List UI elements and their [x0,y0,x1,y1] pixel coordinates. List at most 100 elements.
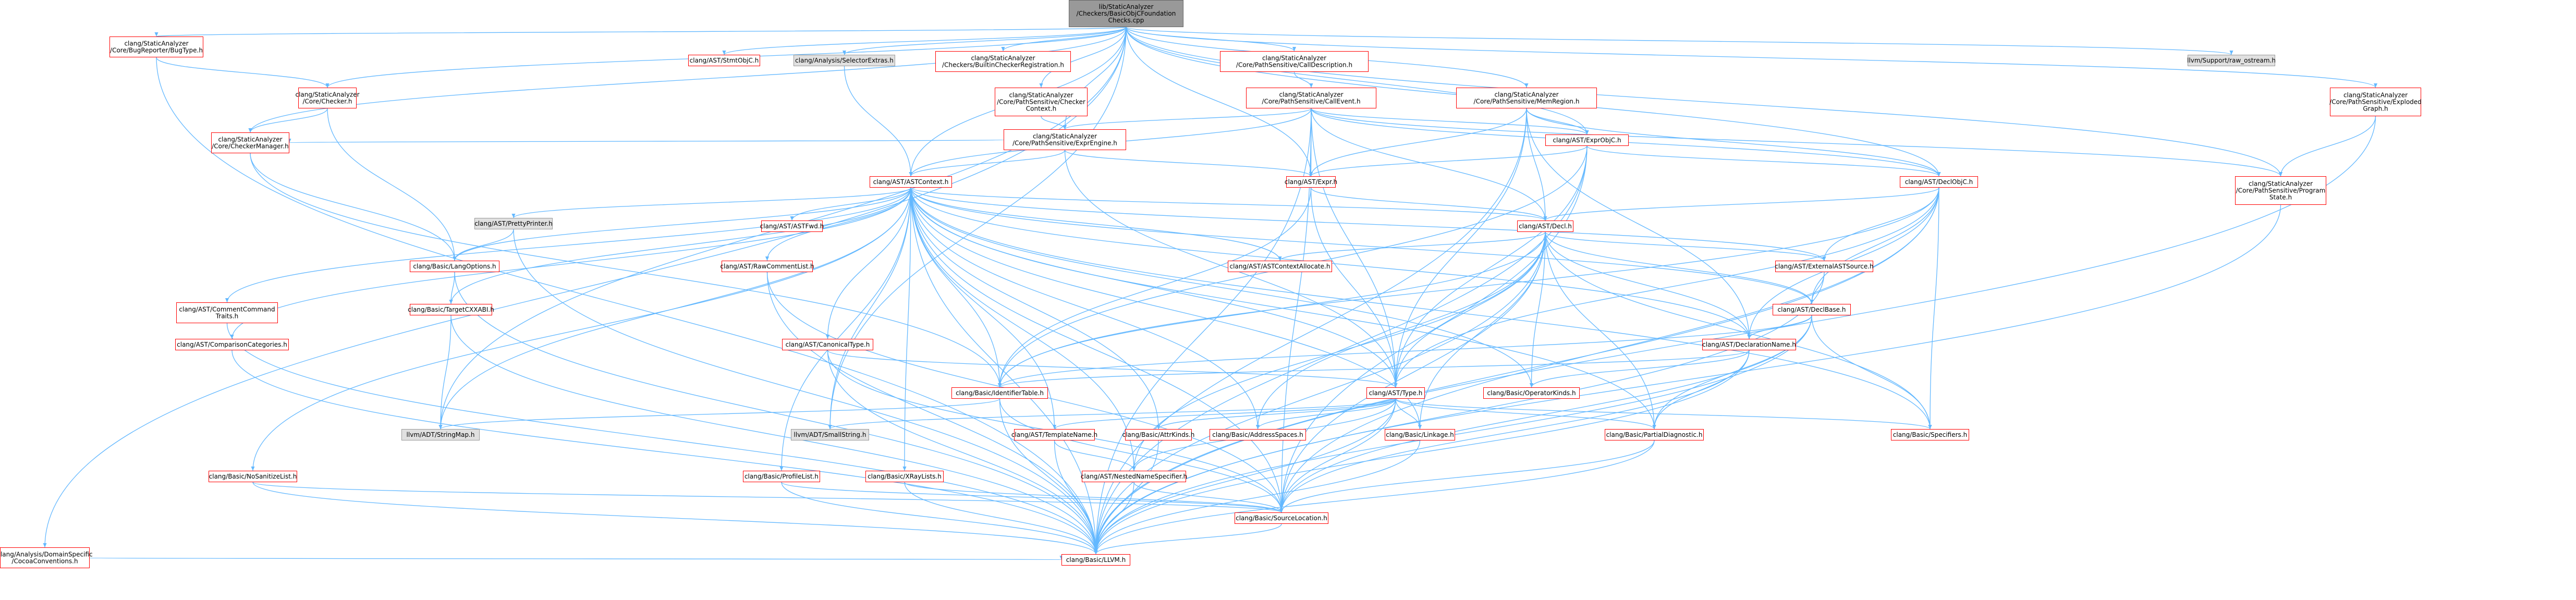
edge-exprobjc-to-srcloc [1279,145,1588,513]
node-label: clang/AST/ASTFwd.h [760,223,824,230]
node-label: clang/Basic/Specifiers.h [1893,431,1967,438]
edge-decl-to-llvm [1094,231,1546,555]
node-checker[interactable]: clang/StaticAnalyzer/Core/Checker.h [295,88,360,108]
node-exprobjc[interactable]: clang/AST/ExprObjC.h [1545,134,1629,146]
edge-nosanlist-to-srcloc [252,482,1284,513]
edge-decl-to-astctxalloc [1278,231,1546,261]
node-stmtobjc[interactable]: clang/AST/StmtObjC.h [688,55,760,66]
node-box [298,88,357,108]
node-opkinds[interactable]: clang/Basic/OperatorKinds.h [1483,387,1580,399]
node-xraylists[interactable]: clang/Basic/XRayLists.h [865,471,944,482]
node-label: clang/StaticAnalyzer [971,55,1035,62]
node-nnspec[interactable]: clang/AST/NestedNameSpecifier.h [1081,471,1187,482]
node-type[interactable]: clang/AST/Type.h [1366,387,1425,399]
edge-astcontext-to-specifiers [910,187,1932,430]
edge-nnspec-to-llvm [1094,482,1134,555]
node-rawcomment[interactable]: clang/AST/RawCommentList.h [720,261,814,272]
edge-declobjc-to-srcloc [1279,187,1939,513]
node-builtinreg[interactable]: clang/StaticAnalyzer/Checkers/BuiltinChe… [935,51,1071,72]
node-langopts[interactable]: clang/Basic/LangOptions.h [410,261,499,272]
node-specifiers[interactable]: clang/Basic/Specifiers.h [1891,429,1969,440]
edge-nosanlist-to-llvm [252,482,1098,555]
node-memregion[interactable]: clang/StaticAnalyzer/Core/PathSensitive/… [1456,88,1597,108]
node-astctxalloc[interactable]: clang/AST/ASTContextAllocate.h [1228,261,1332,272]
node-astcontext[interactable]: clang/AST/ASTContext.h [870,176,952,188]
node-canontype[interactable]: clang/AST/CanonicalType.h [782,339,873,350]
node-proflist[interactable]: clang/Basic/ProfileList.h [743,471,820,482]
node-explgraph[interactable]: clang/StaticAnalyzer/Core/PathSensitive/… [2329,88,2422,116]
edge-root-to-exprobjc [1126,27,1589,135]
edge-xraylists-to-llvm [904,482,1098,555]
node-smallstring[interactable]: llvm/ADT/SmallString.h [791,429,869,440]
node-prettyprinter[interactable]: clang/AST/PrettyPrinter.h [474,218,553,229]
node-box [1891,429,1969,440]
node-declname[interactable]: clang/AST/DeclarationName.h [1702,339,1796,350]
node-declobjc[interactable]: clang/AST/DeclObjC.h [1900,176,1978,188]
node-progstate[interactable]: clang/StaticAnalyzer/Core/PathSensitive/… [2235,176,2326,205]
edge-astcontext-to-srcloc [910,187,1284,513]
node-addrspaces[interactable]: clang/Basic/AddressSpaces.h [1210,429,1306,440]
node-box [109,36,203,57]
node-llvm[interactable]: clang/Basic/LLVM.h [1061,554,1130,566]
node-box [761,221,823,232]
node-exprengine[interactable]: clang/StaticAnalyzer/Core/PathSensitive/… [1004,129,1126,150]
node-astfwd[interactable]: clang/AST/ASTFwd.h [760,221,824,232]
node-calldesc[interactable]: clang/StaticAnalyzer/Core/PathSensitive/… [1220,51,1369,72]
node-label: /Core/BugReporter/BugType.h [110,47,203,54]
node-box [1228,261,1332,272]
edge-canontype-to-llvm [827,350,1098,555]
edge-prettyprinter-to-llvm [513,229,1098,555]
node-stringmap[interactable]: llvm/ADT/StringMap.h [401,429,480,440]
node-checkerctx[interactable]: clang/StaticAnalyzer/Core/PathSensitive/… [995,88,1088,116]
node-label: clang/AST/ComparisonCategories.h [177,341,287,348]
node-nosanlist[interactable]: clang/Basic/NoSanitizeList.h [209,471,297,482]
node-label: clang/Basic/NoSanitizeList.h [209,473,297,480]
node-targetcxxabi[interactable]: clang/Basic/TargetCXXABI.h [408,304,494,315]
node-templname[interactable]: clang/AST/TemplateName.h [1011,429,1097,440]
edge-astcontext-to-canontype [825,187,911,339]
edge-memregion-to-decl [1526,108,1547,221]
edge-checkermgr-to-identtable [250,153,1002,388]
node-linkage[interactable]: clang/Basic/Linkage.h [1385,429,1455,440]
node-selext[interactable]: clang/Analysis/SelectorExtras.h [793,55,895,66]
node-box [1605,429,1704,440]
node-compcat[interactable]: clang/AST/ComparisonCategories.h [175,339,289,350]
edge-decl-to-linkage [1418,231,1546,430]
node-identtable[interactable]: clang/Basic/IdentifierTable.h [951,387,1048,399]
edge-exprengine-to-astcontext [909,150,1066,177]
node-root[interactable]: lib/StaticAnalyzer/Checkers/BasicObjCFou… [1069,0,1183,27]
edge-decl-to-srcloc [1279,231,1546,513]
node-objc_conv[interactable]: clang/Analysis/DomainSpecific/CocoaConve… [0,547,93,568]
node-bugtype[interactable]: clang/StaticAnalyzer/Core/BugReporter/Bu… [109,36,203,57]
edge-exprobjc-to-declobjc [1586,145,1941,177]
node-decl[interactable]: clang/AST/Decl.h [1517,221,1573,232]
node-checkermgr[interactable]: clang/StaticAnalyzer/Core/CheckerManager… [211,132,289,153]
node-label: clang/AST/StmtObjC.h [690,57,759,64]
edge-partialdiag-to-llvm [1094,440,1655,555]
node-extastsource[interactable]: clang/AST/ExternalASTSource.h [1775,261,1874,272]
edge-declbase-to-identtable [998,315,1812,388]
node-srcloc[interactable]: clang/Basic/SourceLocation.h [1235,512,1328,524]
node-declbase[interactable]: clang/AST/DeclBase.h [1773,304,1851,315]
node-box [1366,387,1425,399]
edge-root-to-objc_conv [43,27,1127,548]
edge-expr-to-identtable [997,187,1312,388]
edge-root-to-checkermgr [248,27,1127,133]
node-box [211,132,289,153]
node-attrkinds[interactable]: clang/Basic/AttrKinds.h [1122,429,1195,440]
node-box [176,302,278,323]
node-expr[interactable]: clang/AST/Expr.h [1285,176,1337,188]
node-box [870,176,952,188]
node-layer: lib/StaticAnalyzer/Checkers/BasicObjCFou… [0,0,2422,568]
node-callevent[interactable]: clang/StaticAnalyzer/Core/PathSensitive/… [1246,88,1376,108]
node-box [1235,512,1328,524]
edge-objc_conv-to-llvm [89,555,1062,560]
node-label: Traits.h [215,313,239,320]
node-label: clang/Basic/ProfileList.h [744,473,819,480]
edge-callevent-to-exprengine [1063,108,1312,130]
node-label: clang/StaticAnalyzer [218,136,282,143]
node-box [410,304,492,315]
node-rawostream[interactable]: llvm/Support/raw_ostream.h [2187,55,2276,66]
node-partialdiag[interactable]: clang/Basic/PartialDiagnostic.h [1605,429,1704,440]
